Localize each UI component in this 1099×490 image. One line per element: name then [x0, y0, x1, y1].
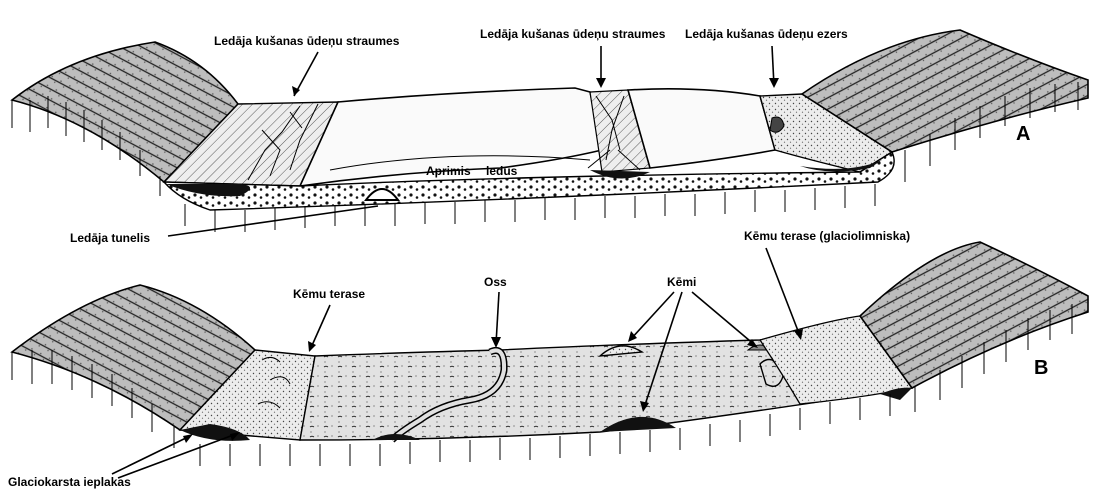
label-kame-terrace: Kēmu terase: [293, 287, 365, 301]
label-tunnel: Ledāja tunelis: [70, 231, 150, 245]
panel-b-letter: B: [1034, 357, 1048, 379]
label-kettles: Glaciokarsta ieplakas: [8, 475, 131, 489]
arrow-kames-1: [630, 292, 674, 340]
label-dead-ice-2: ledus: [486, 164, 518, 178]
label-dead-ice-1: Aprimis: [426, 164, 471, 178]
arrow-esker: [496, 292, 499, 344]
arrow-tunnel: [168, 206, 378, 236]
arrow-kame-terrace-glacio: [766, 248, 800, 336]
label-esker: Oss: [484, 275, 507, 289]
panel-b-block: [12, 242, 1088, 466]
arrow-kames-3: [692, 292, 756, 346]
label-streams-mid: Ledāja kušanas ūdeņu straumes: [480, 27, 666, 41]
label-streams-left: Ledāja kušanas ūdeņu straumes: [214, 34, 400, 48]
panel-a-block: [12, 30, 1088, 232]
panel-a-ice-right: [628, 89, 775, 168]
arrow-kettles-2: [118, 434, 236, 478]
label-lake: Ledāja kušanas ūdeņu ezers: [685, 27, 848, 41]
arrow-kame-terrace: [310, 305, 330, 350]
panel-a-letter: A: [1016, 123, 1030, 145]
label-kame-terrace-glacio: Kēmu terase (glaciolimniska): [744, 229, 910, 243]
label-kames: Kēmi: [667, 275, 696, 289]
